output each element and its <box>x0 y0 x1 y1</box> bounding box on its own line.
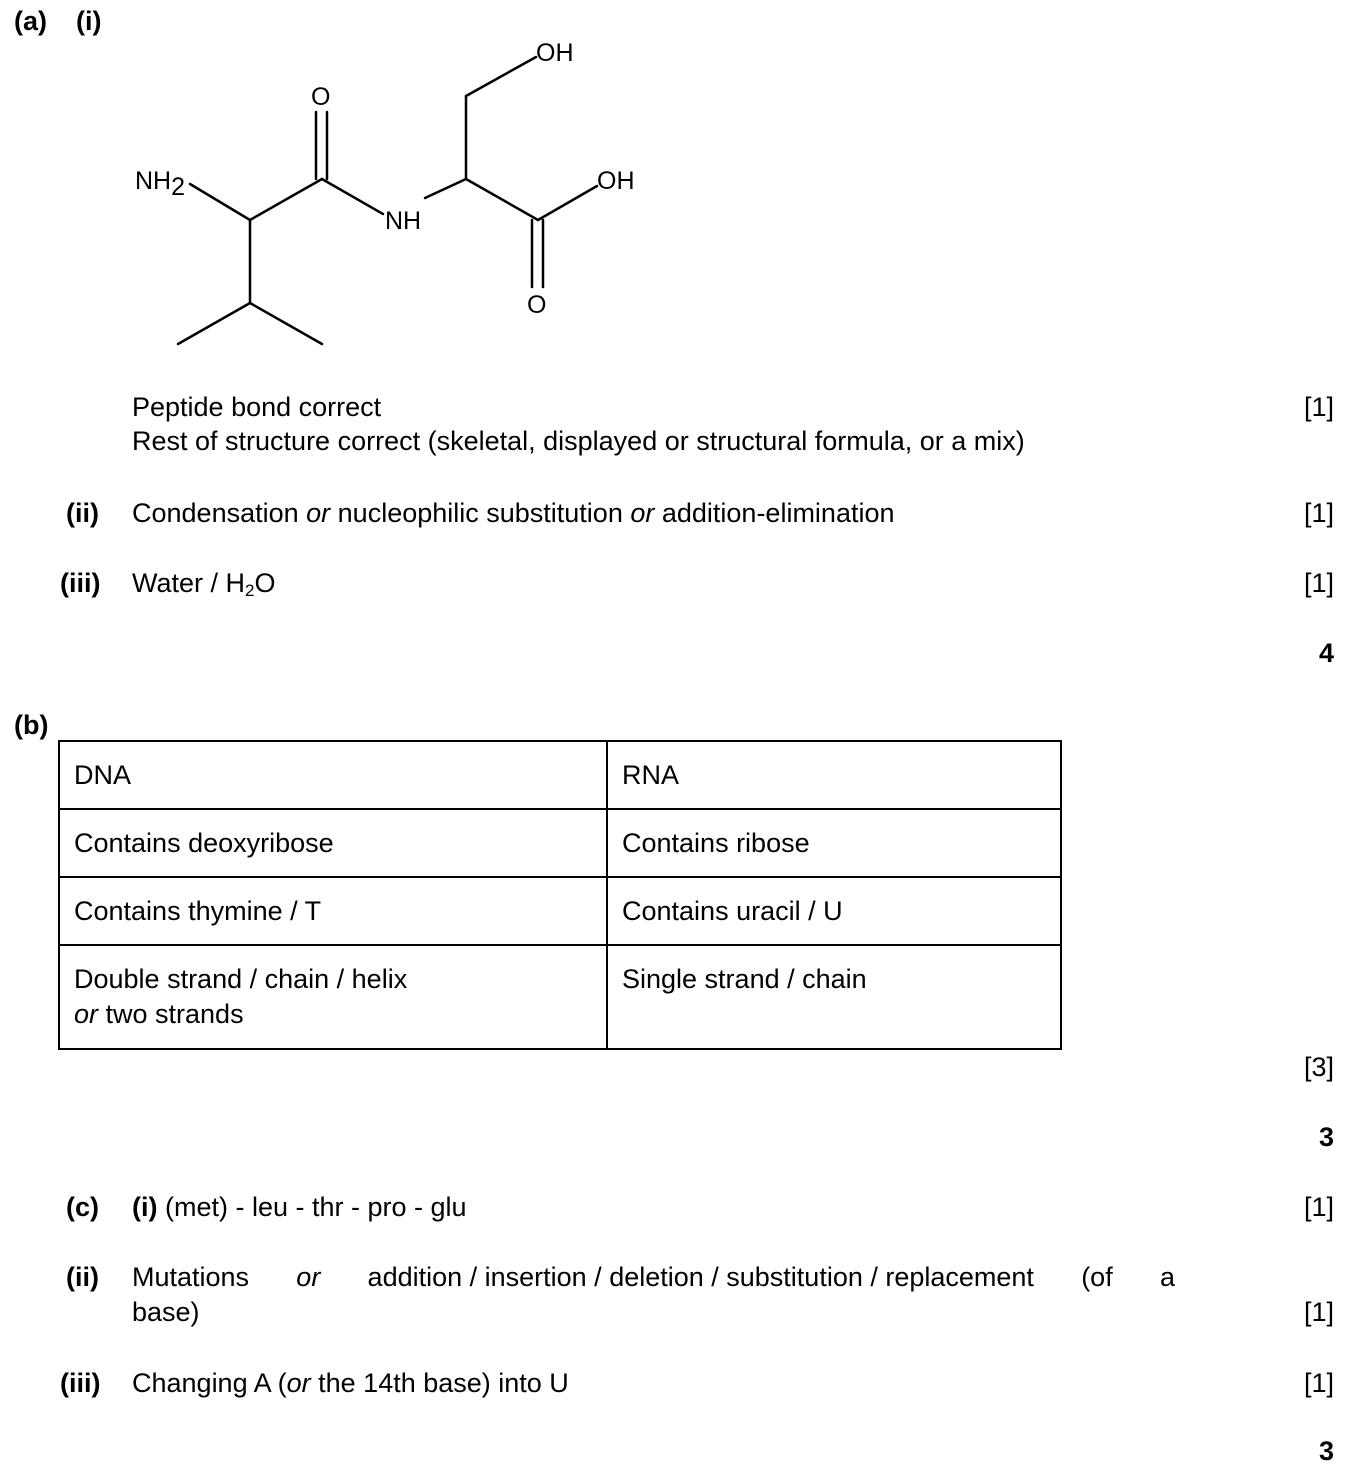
dipeptide-structure: OH O NH2 NH OH O <box>135 39 635 346</box>
part-a-total: 4 <box>1318 638 1334 668</box>
part-b-label: (b) <box>14 710 49 740</box>
table-row: DNA RNA <box>58 740 1062 810</box>
bond <box>248 301 324 346</box>
part-c-label: (c) <box>66 1192 99 1222</box>
bond <box>188 182 252 222</box>
nh2-label: NH2 <box>135 167 185 201</box>
c-i-mark: [1] <box>1303 1192 1334 1222</box>
c-iii-mark: [1] <box>1303 1368 1334 1398</box>
bond <box>320 177 385 216</box>
table-cell: Contains deoxyribose <box>58 808 608 878</box>
c-ii-label: (ii) <box>66 1262 99 1292</box>
c-i-text: (i) (met) - leu - thr - pro - glu <box>132 1192 467 1222</box>
table-cell: Contains ribose <box>606 808 1062 878</box>
o-bottom-label: O <box>527 291 546 319</box>
a-iii-mark: [1] <box>1303 568 1334 598</box>
bond <box>176 301 252 346</box>
part-b-total: 3 <box>1318 1122 1334 1152</box>
table-cell: Single strand / chain <box>606 944 1062 1050</box>
bond <box>464 177 540 222</box>
a-ii-text: Condensation or nucleophilic substitutio… <box>132 498 895 528</box>
a-i-mark: [1] <box>1303 392 1334 422</box>
a-iii-text: Water / H2O <box>132 568 276 600</box>
bond <box>248 177 324 222</box>
c-ii-mark: [1] <box>1303 1297 1334 1327</box>
table-row: Contains deoxyribose Contains ribose <box>58 808 1062 878</box>
table-header-dna: DNA <box>58 740 608 810</box>
table-header-rna: RNA <box>606 740 1062 810</box>
part-a-i-label: (i) <box>76 6 102 36</box>
a-i-line1: Peptide bond correct <box>132 392 382 422</box>
o-top-label: O <box>311 83 330 111</box>
c-ii-line1: Mutations or addition / insertion / dele… <box>132 1262 1175 1292</box>
a-iii-label: (iii) <box>60 568 101 598</box>
a-i-line2: Rest of structure correct (skeletal, dis… <box>132 426 1025 456</box>
nh-label: NH <box>385 207 421 235</box>
c-iii-label: (iii) <box>60 1368 101 1398</box>
table-row: Contains thymine / T Contains uracil / U <box>58 876 1062 946</box>
b-mark: [3] <box>1303 1052 1334 1082</box>
dna-rna-table: DNA RNA Contains deoxyribose Contains ri… <box>58 740 1062 1050</box>
c-ii-line2: base) <box>132 1297 200 1327</box>
part-c-total: 3 <box>1318 1436 1334 1466</box>
a-ii-label: (ii) <box>66 498 99 528</box>
c-iii-text: Changing A (or the 14th base) into U <box>132 1368 569 1398</box>
oh-top-label: OH <box>536 39 574 67</box>
oh-acid-label: OH <box>597 167 635 195</box>
part-a-label: (a) <box>14 6 47 36</box>
bond <box>536 184 599 222</box>
bond <box>464 55 538 98</box>
bond <box>423 177 468 200</box>
a-ii-mark: [1] <box>1303 498 1334 528</box>
table-cell: Contains uracil / U <box>606 876 1062 946</box>
table-cell: Contains thymine / T <box>58 876 608 946</box>
